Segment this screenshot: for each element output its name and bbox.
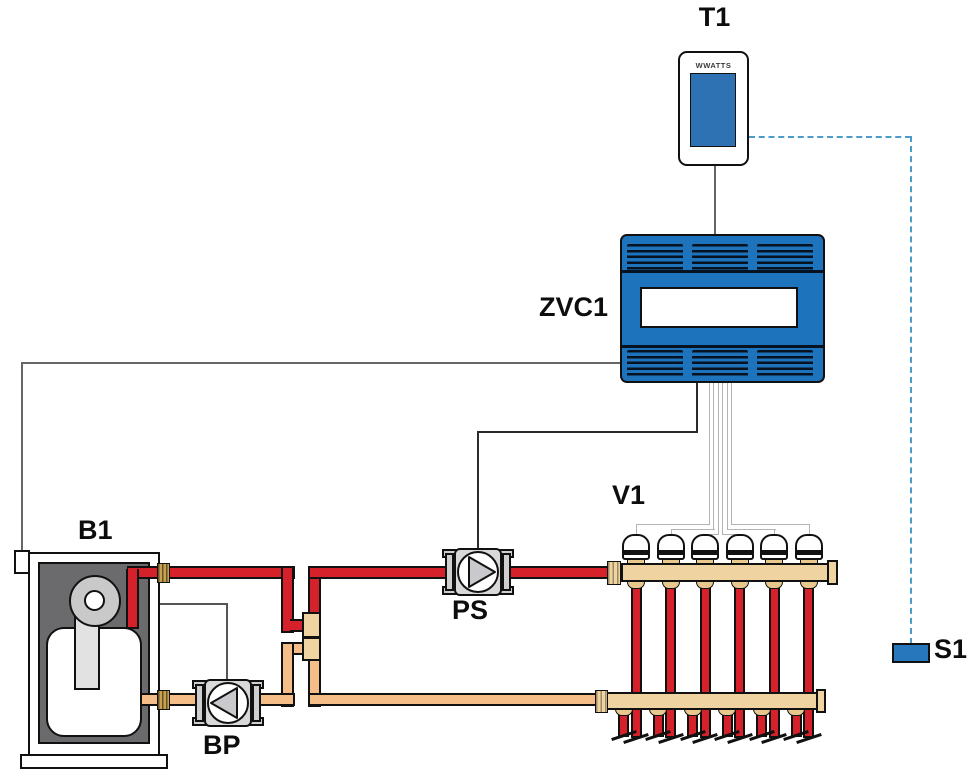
actuator-band (693, 550, 717, 555)
thermostat-screen (690, 73, 736, 147)
controller-divider (622, 270, 823, 273)
main-return-pipe (308, 693, 604, 706)
pipe-joint (283, 695, 292, 704)
actuator-band (762, 550, 786, 555)
controller-display (640, 287, 798, 328)
system-pump-label: PS (452, 595, 489, 625)
vent-grille (692, 350, 748, 377)
boiler-pump-wire-vertical (226, 603, 228, 679)
zone-valve-wire-stub (774, 529, 775, 536)
zone-supply-pipe (630, 585, 642, 738)
zone-valve-wire-branch (731, 524, 810, 525)
boiler-flue-ring (69, 575, 121, 627)
vent-grille (627, 350, 683, 377)
sensor-body (892, 643, 930, 663)
boiler-pump-wire-horizontal (159, 603, 228, 605)
boiler-pump-label: BP (203, 730, 241, 760)
thermostat-controller-wire (714, 166, 716, 235)
zone-valve-wire-stub (636, 524, 637, 536)
return-manifold-inlet-fitting (595, 690, 608, 713)
supply-manifold-inlet-fitting (607, 561, 621, 585)
zone-valve-wire-drop (731, 381, 732, 524)
pipe-joint (283, 568, 292, 577)
supply-manifold (621, 563, 829, 582)
return-drop-pipe (281, 642, 294, 707)
boiler-label: B1 (78, 515, 113, 545)
boiler-flue-opening (84, 590, 105, 611)
controller-pump-wire-horizontal (477, 431, 698, 433)
actuator-band (624, 550, 648, 555)
return-tee-fitting (302, 637, 321, 661)
sensor-label: S1 (934, 634, 968, 664)
thermostat-body: WWATTS (678, 51, 749, 166)
controller-boiler-wire-horizontal (21, 362, 621, 364)
supply-tee-fitting (302, 612, 321, 638)
boiler-supply-pipe-internal (126, 569, 139, 629)
zone-valve-wire-branch (670, 529, 715, 530)
zone-valve-actuator (622, 534, 650, 560)
controller-pump-wire-vertical (477, 431, 479, 548)
zone-valve-actuator (794, 534, 823, 560)
zone-supply-pipe (665, 585, 676, 738)
thermostat-label: T1 (698, 2, 731, 32)
actuator-band (796, 550, 821, 555)
zone-valve-wire-drop (717, 381, 719, 534)
zone-supply-pipe (734, 585, 745, 738)
pipe-joint (283, 644, 292, 653)
zone-valve-actuator (656, 534, 685, 560)
boiler-wiring-box (14, 550, 30, 574)
zone-valve-wire-drop (713, 381, 714, 529)
pipe-joint (310, 568, 319, 577)
boiler-supply-pipe (127, 566, 295, 579)
vent-grille (757, 350, 813, 377)
zone-valve-wire-branch (726, 529, 776, 530)
pipe-joint (128, 568, 137, 577)
vent-grille (627, 244, 683, 271)
boiler-pump (192, 679, 264, 727)
zone-valve-wire-stub (670, 529, 672, 536)
wireless-link-horizontal (749, 136, 911, 138)
controller-label: ZVC1 (538, 292, 608, 322)
boiler-supply-fitting (157, 563, 170, 583)
pipe-joint (310, 695, 319, 704)
controller-body (620, 234, 825, 383)
controller-divider (622, 345, 823, 348)
supply-drop-pipe (281, 566, 294, 633)
supply-manifold-end-cap (827, 560, 838, 585)
pipe-joint (283, 621, 292, 630)
controller-boiler-wire-vertical (21, 362, 23, 552)
zone-valve-wire-branch (636, 524, 710, 525)
actuator-band (727, 550, 752, 555)
return-manifold-end-cap (816, 689, 826, 713)
zone-valve-actuator (691, 534, 719, 560)
zone-valve-wire-drop (708, 381, 710, 524)
manifold-label: V1 (612, 480, 646, 510)
zone-valve-wire-stub (808, 524, 810, 536)
thermostat-brand-logo: WWATTS (695, 61, 732, 70)
return-manifold (600, 692, 818, 710)
actuator-band (658, 550, 683, 555)
vent-grille (757, 244, 813, 271)
zone-valve-actuator (760, 534, 788, 560)
zone-valve-actuator (725, 534, 754, 560)
zone-valve-wire-drop (726, 381, 728, 529)
controller-pump-wire-drop (696, 381, 698, 432)
boiler-return-fitting (157, 690, 170, 710)
vent-grille (692, 244, 748, 271)
zone-supply-pipe (803, 585, 814, 738)
zone-valve-wire-drop (722, 381, 723, 534)
boiler-base (20, 754, 168, 769)
system-pump (442, 548, 514, 596)
zone-supply-pipe (699, 585, 711, 738)
wireless-link-vertical (910, 136, 912, 644)
zone-supply-pipe (768, 585, 780, 738)
